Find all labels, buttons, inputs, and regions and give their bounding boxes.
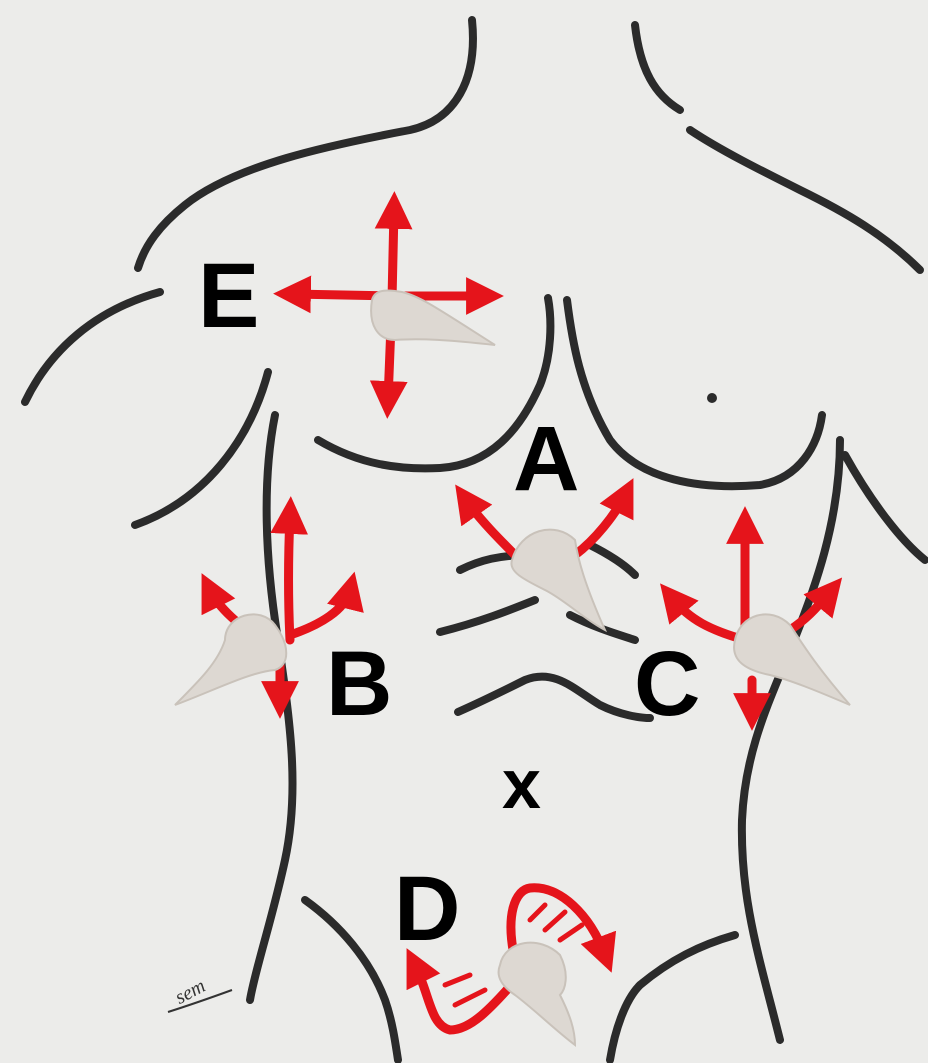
label-e: E bbox=[198, 245, 259, 347]
arrow-d-lower-hatch-3 bbox=[475, 1000, 500, 1020]
side-right-line bbox=[742, 440, 840, 1040]
arm-right-line bbox=[845, 455, 925, 560]
arrow-d-lower-hatch-2 bbox=[455, 990, 485, 1005]
armpit-left-line bbox=[135, 372, 268, 525]
ab-line-lower bbox=[458, 677, 650, 718]
pelvis-left-line bbox=[305, 900, 398, 1060]
neck-left-line bbox=[138, 20, 473, 268]
arrow-b-upper-right bbox=[290, 590, 350, 635]
arm-left-line bbox=[25, 292, 160, 402]
ab-line-upper-right bbox=[590, 545, 635, 575]
side-left-line bbox=[250, 415, 293, 1000]
shoulder-right-line bbox=[690, 130, 920, 270]
pelvis-right-line bbox=[610, 935, 735, 1060]
arrow-a-left bbox=[466, 500, 520, 560]
nipple-dot bbox=[707, 393, 717, 403]
arrow-b-up bbox=[289, 515, 291, 640]
label-b: B bbox=[326, 633, 392, 735]
body-outline bbox=[25, 20, 925, 1060]
navel-mark: x bbox=[502, 745, 541, 823]
pain-marker-d bbox=[499, 943, 575, 1045]
arrow-d-lower-hatch-1 bbox=[445, 975, 470, 985]
label-a: A bbox=[513, 408, 579, 510]
pain-marker-b bbox=[175, 614, 286, 705]
ab-line-mid-left bbox=[440, 600, 535, 632]
arrow-d-upper-hatch-1 bbox=[530, 905, 545, 920]
label-d: D bbox=[394, 858, 460, 960]
arrow-d-upper-hatch-3 bbox=[560, 925, 582, 940]
pec-right-line bbox=[567, 300, 822, 486]
arrow-e-up bbox=[392, 210, 394, 300]
arrow-d-upper-hatch-2 bbox=[545, 912, 565, 930]
neck-right-line bbox=[635, 25, 680, 110]
label-c: C bbox=[634, 633, 700, 735]
